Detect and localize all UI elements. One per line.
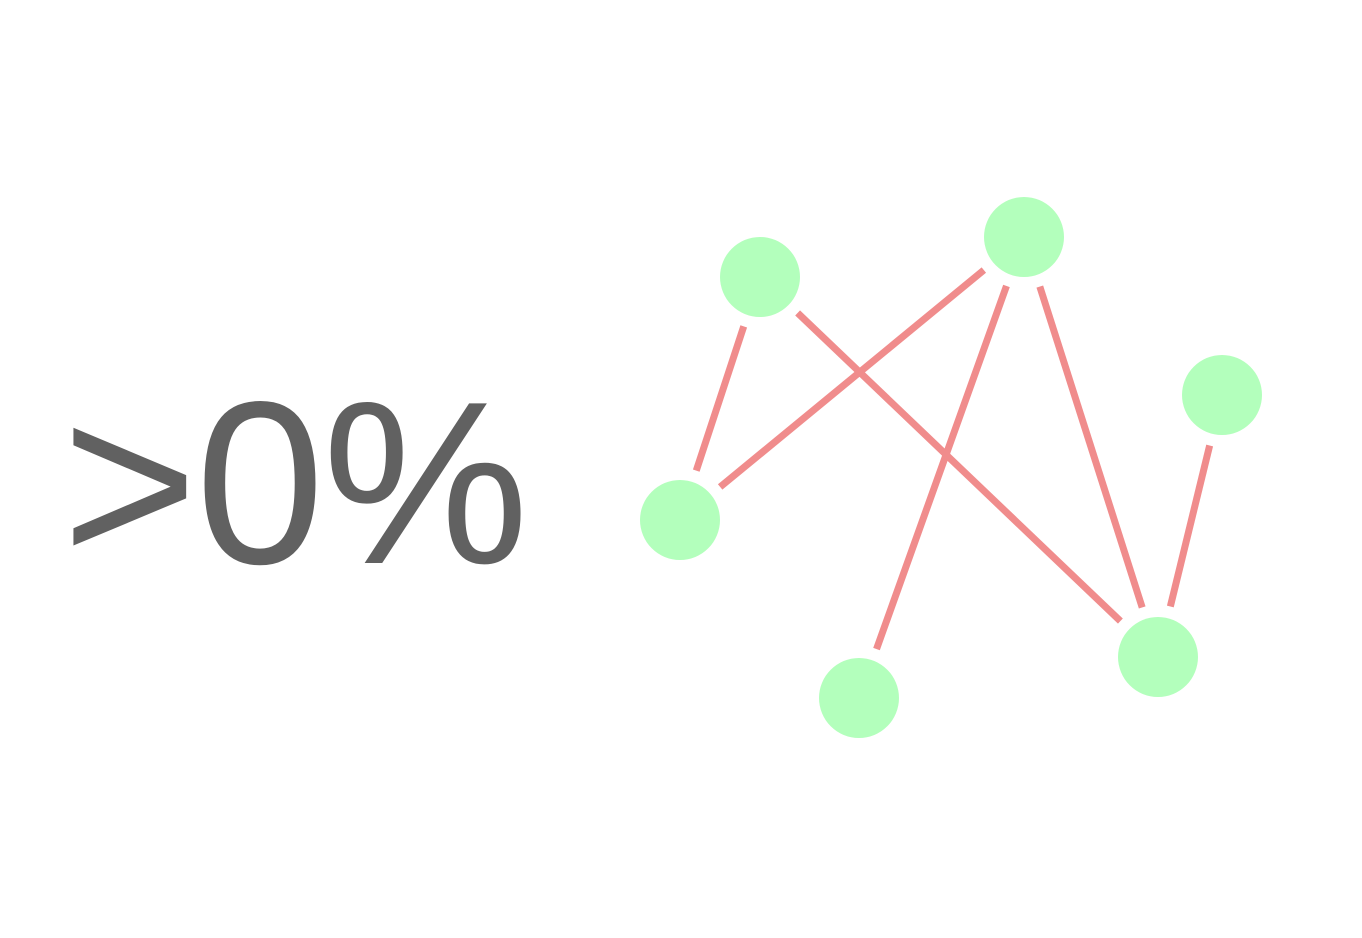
percentage-headline: >0%	[62, 354, 529, 613]
graph-edge-n2-n4	[717, 267, 987, 490]
graph-edge-n1-n4	[692, 325, 748, 472]
graph-edge-n2-n6	[1036, 285, 1146, 609]
graph-node-n2	[984, 197, 1064, 277]
graph-edges	[692, 267, 1214, 651]
graph-nodes	[640, 197, 1262, 738]
graph-node-n4	[640, 480, 720, 560]
graph-edge-n3-n6	[1166, 444, 1214, 608]
graph-edge-n1-n6	[795, 310, 1123, 624]
graph-node-n5	[819, 658, 899, 738]
graph-node-n3	[1182, 355, 1262, 435]
graph-edge-n2-n5	[873, 284, 1010, 651]
graph-node-n1	[720, 237, 800, 317]
graph-node-n6	[1118, 617, 1198, 697]
